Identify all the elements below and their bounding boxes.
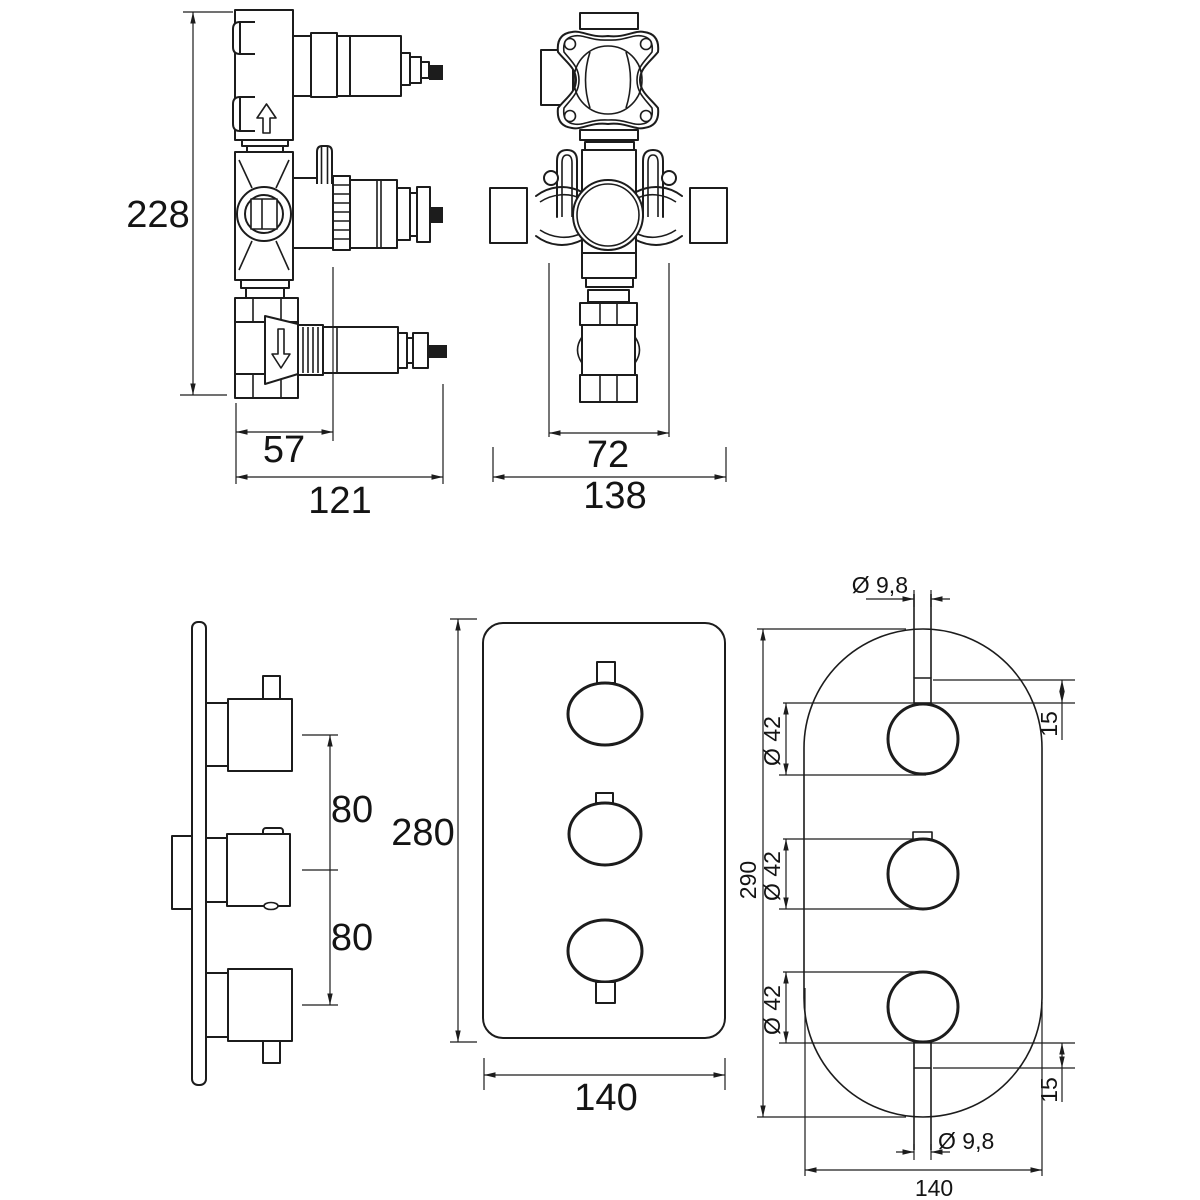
knob-middle-rear (886, 837, 960, 911)
handle-body (227, 698, 293, 772)
union-nut (579, 374, 638, 403)
dim-label-spacing-upper: 80 (331, 789, 373, 831)
knob-top (566, 681, 644, 747)
screw-hole (639, 37, 653, 51)
dim-label-rear-width: 140 (915, 1175, 953, 1200)
cartridge-body (349, 179, 398, 249)
dim-label-front-width-body: 72 (587, 434, 629, 476)
dim-label-rear-height: 290 (735, 861, 761, 899)
lever-pin (661, 170, 677, 186)
spindle-tip (430, 207, 443, 223)
knob-tab (596, 661, 616, 684)
port-boss (232, 21, 255, 55)
spindle-tip (429, 65, 443, 80)
wall-plate-edge (191, 621, 207, 1086)
valve-behind-wall (171, 835, 193, 910)
stem-tab (913, 677, 932, 704)
lever-pin (543, 170, 559, 186)
dim-label-stem-top-dia: Ø 9,8 (852, 572, 908, 598)
flow-up-arrow-icon (256, 103, 277, 134)
dim-label-valve-height: 228 (126, 194, 189, 236)
lever (642, 149, 664, 218)
screw-hole (563, 37, 577, 51)
pin (316, 145, 333, 184)
oval-plate (803, 628, 1043, 1118)
union-nut (579, 302, 638, 326)
dim-label-plate-height: 280 (391, 812, 454, 854)
handle-body (226, 833, 291, 907)
screw-hole (639, 109, 653, 123)
thermostat-face (572, 179, 644, 251)
view-valve-front: 72 138 (489, 12, 728, 517)
lever (556, 149, 578, 218)
knob-bottom (566, 918, 644, 984)
handle-flange (205, 837, 228, 903)
knob-tab (595, 981, 616, 1004)
dim-label-inset-bottom: 15 (1036, 1077, 1062, 1103)
dim-label-spacing-lower: 80 (331, 917, 373, 959)
flow-down-arrow-icon (271, 328, 291, 369)
dim-label-valve-width-center: 57 (263, 429, 305, 471)
view-plate-rear: Ø 9,8 15 Ø 42 Ø 42 Ø 42 290 15 (735, 572, 1075, 1200)
view-plate-front: 280 140 (391, 618, 726, 1119)
handle-flange (205, 972, 229, 1038)
dim-label-plate-width: 140 (574, 1077, 637, 1119)
port-boss (232, 96, 255, 132)
union-body (581, 324, 636, 376)
handle-stem (262, 1040, 281, 1064)
dim-label-valve-width-total: 121 (308, 480, 371, 522)
knob-bottom-rear (886, 970, 960, 1044)
handle-body (227, 968, 293, 1042)
cartridge-body (322, 326, 399, 374)
handle-stem (262, 675, 281, 700)
handle-tab (263, 901, 279, 911)
dim-label-stem-bottom-dia: Ø 9,8 (938, 1128, 994, 1154)
mounting-bracket (556, 30, 660, 130)
dim-label-front-width-total: 138 (583, 475, 646, 517)
view-valve-side: 228 57 121 (126, 9, 447, 522)
spindle-tip (428, 345, 447, 358)
view-trim-side: 80 80 (171, 621, 373, 1086)
inlet-pipe-right (689, 187, 728, 244)
handle-flange (205, 702, 229, 767)
dim-label-inset-top: 15 (1036, 711, 1062, 737)
knob-tab (595, 792, 614, 804)
threaded-ring (297, 324, 324, 376)
knob-top-rear (886, 702, 960, 776)
top-pipe (579, 12, 639, 30)
knob-middle (567, 801, 643, 867)
inlet-pipe-left (489, 187, 528, 244)
cartridge-body (336, 35, 402, 97)
screw-hole (563, 109, 577, 123)
stem-tab (913, 1041, 932, 1069)
